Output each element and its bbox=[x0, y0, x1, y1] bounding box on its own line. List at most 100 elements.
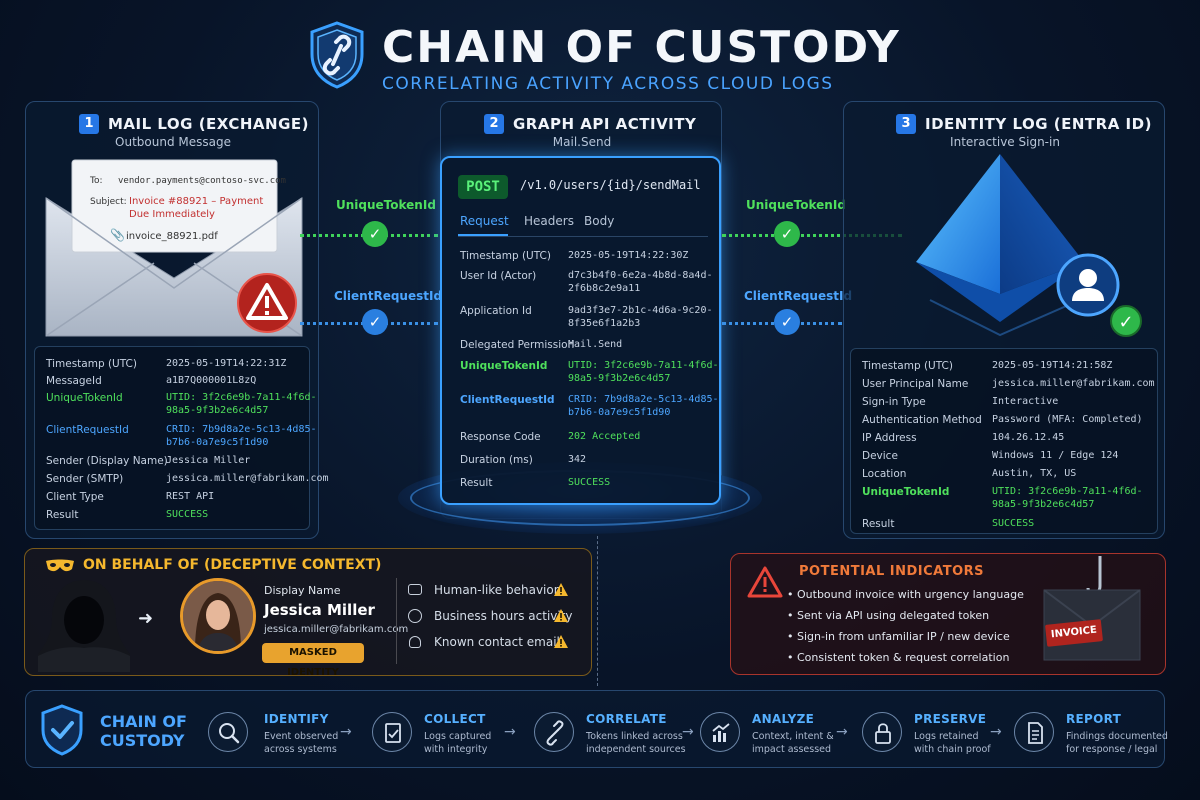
behalf-item: Business hours activity bbox=[434, 609, 573, 623]
step-desc-line: Event observed bbox=[264, 731, 339, 742]
step-title: REPORT bbox=[1066, 712, 1122, 726]
panel-number: 1 bbox=[79, 114, 99, 134]
identity-row-key: User Principal Name bbox=[862, 378, 969, 390]
robot-icon bbox=[408, 584, 422, 595]
identity-row-value: Interactive bbox=[992, 396, 1059, 407]
step-desc-line: Context, intent & bbox=[752, 731, 834, 742]
entra-id-logo-icon bbox=[916, 154, 1084, 337]
check-icon: ✓ bbox=[774, 221, 800, 247]
step-title: IDENTIFY bbox=[264, 712, 329, 726]
identity-row-value: 2025-05-19T14:21:58Z bbox=[992, 360, 1113, 371]
step-desc-line: across systems bbox=[264, 744, 337, 755]
arrow-right-icon: ➜ bbox=[138, 608, 154, 629]
letter-subject-label: Subject: bbox=[90, 197, 127, 207]
attachment-name: invoice_88921.pdf bbox=[126, 231, 218, 242]
identity-row-value-cont: 98a5-9f3b2e6c4d57 bbox=[992, 499, 1095, 510]
page-title: CHAIN OF CUSTODY bbox=[382, 22, 901, 73]
api-row-value: d7c3b4f0-6e2a-4b8d-8a4d- bbox=[568, 270, 713, 281]
api-row-value: 9ad3f3e7-2b1c-4d6a-9c20- bbox=[568, 305, 713, 316]
panel-number: 2 bbox=[484, 114, 504, 134]
mask-icon bbox=[46, 559, 74, 572]
hooded-figure-icon bbox=[38, 580, 130, 672]
api-row-key: Result bbox=[460, 477, 493, 489]
panel-subtitle: Outbound Message bbox=[115, 135, 231, 149]
api-rows: Timestamp (UTC) 2025-05-19T14:22:30Z Use… bbox=[460, 250, 719, 490]
mail-row-value: CRID: 7b9d8a2e-5c13-4d85- bbox=[166, 424, 317, 435]
indicator-item: Sign-in from unfamiliar IP / new device bbox=[787, 630, 1010, 643]
display-email: jessica.miller@fabrikam.com bbox=[264, 624, 409, 635]
identity-row-value: Austin, TX, US bbox=[992, 468, 1077, 479]
mail-row-key: MessageId bbox=[46, 375, 102, 387]
mail-row-value: jessica.miller@fabrikam.com bbox=[166, 473, 329, 484]
alert-triangle-icon bbox=[747, 566, 783, 598]
step-desc-line: with chain proof bbox=[914, 744, 991, 755]
report-icon bbox=[1014, 712, 1054, 752]
tab-request[interactable]: Request bbox=[460, 214, 509, 228]
tab-headers[interactable]: Headers bbox=[524, 214, 574, 228]
mail-row-value: REST API bbox=[166, 491, 215, 502]
letter-to-label: To: bbox=[90, 176, 103, 186]
panel-title: IDENTITY LOG (ENTRA ID) bbox=[925, 115, 1152, 133]
warning-icon bbox=[554, 609, 568, 622]
api-row-key: Delegated Permission bbox=[460, 339, 575, 351]
mail-row-value: SUCCESS bbox=[166, 509, 209, 520]
process-title-line2: CUSTODY bbox=[100, 731, 185, 750]
arrow-right-icon: → bbox=[836, 724, 848, 740]
mail-row-value: Jessica Miller bbox=[166, 455, 251, 466]
masked-identity-badge: MASKED IDENTITY bbox=[262, 643, 364, 678]
mail-row-key: Sender (SMTP) bbox=[46, 473, 124, 485]
api-row-value: UTID: 3f2c6e9b-7a11-4f6d- bbox=[568, 360, 719, 371]
indicator-item: Outbound invoice with urgency language bbox=[787, 588, 1024, 601]
warning-icon bbox=[554, 583, 568, 596]
panel-subtitle: Interactive Sign-in bbox=[950, 135, 1060, 149]
mail-row-key: ClientRequestId bbox=[46, 424, 129, 436]
step-desc-line: for response / legal bbox=[1066, 744, 1158, 755]
arrow-right-icon: → bbox=[682, 724, 694, 740]
link-icon bbox=[534, 712, 574, 752]
paperclip-icon: 📎 bbox=[110, 228, 125, 242]
identity-row-key: IP Address bbox=[862, 432, 917, 444]
api-row-value-cont: 8f35e6f1a2b3 bbox=[568, 318, 641, 329]
connector-label-unique-token: UniqueTokenId bbox=[746, 198, 846, 212]
step-title: ANALYZE bbox=[752, 712, 815, 726]
shield-check-icon bbox=[41, 704, 83, 756]
api-row-value: 202 Accepted bbox=[568, 431, 641, 442]
lock-icon bbox=[862, 712, 902, 752]
mail-row-key: UniqueTokenId bbox=[46, 392, 123, 404]
mail-row-value: UTID: 3f2c6e9b-7a11-4f6d- bbox=[166, 392, 317, 403]
identity-row-value: Password (MFA: Completed) bbox=[992, 414, 1143, 425]
shield-link-icon bbox=[310, 21, 364, 89]
api-row-value: CRID: 7b9d8a2e-5c13-4d85- bbox=[568, 394, 719, 405]
step-title: CORRELATE bbox=[586, 712, 667, 726]
arrow-right-icon: → bbox=[990, 724, 1002, 740]
panel-title: MAIL LOG (EXCHANGE) bbox=[108, 115, 309, 133]
mail-row-value-cont: 98a5-9f3b2e6c4d57 bbox=[166, 405, 269, 416]
check-icon: ✓ bbox=[362, 221, 388, 247]
behalf-title: ON BEHALF OF (DECEPTIVE CONTEXT) bbox=[83, 557, 382, 573]
tab-body[interactable]: Body bbox=[584, 214, 615, 228]
identity-row-key: UniqueTokenId bbox=[862, 486, 950, 498]
api-row-value: 2025-05-19T14:22:30Z bbox=[568, 250, 689, 261]
arrow-right-icon: → bbox=[504, 724, 516, 740]
indicator-item: Sent via API using delegated token bbox=[787, 609, 989, 622]
person-portrait-icon bbox=[183, 581, 253, 651]
mail-log-details bbox=[34, 346, 310, 530]
contact-icon bbox=[409, 636, 421, 648]
identity-row-key: Device bbox=[862, 450, 898, 462]
clock-icon bbox=[408, 609, 422, 623]
header: CHAIN OF CUSTODY CORRELATING ACTIVITY AC… bbox=[0, 16, 1200, 96]
mail-row-value-cont: b7b6-0a7e9c5f1d90 bbox=[166, 437, 269, 448]
behalf-item: Known contact email bbox=[434, 635, 560, 649]
letter-subject-line1: Invoice #88921 – Payment bbox=[129, 196, 264, 207]
letter-subject-line2: Due Immediately bbox=[129, 209, 215, 220]
check-icon: ✓ bbox=[774, 309, 800, 335]
step-desc: Context, intent &impact assessed bbox=[752, 730, 834, 756]
step-desc: Event observed across systems bbox=[264, 730, 338, 756]
connector-label-unique-token: UniqueTokenId bbox=[336, 198, 436, 212]
process-title-line1: CHAIN OF bbox=[100, 712, 187, 731]
api-row-value-cont: 2f6b8c2e9a11 bbox=[568, 283, 641, 294]
display-name-label: Display Name bbox=[264, 584, 341, 597]
platform-connector-line bbox=[597, 536, 598, 686]
step-desc-line: Tokens linked across bbox=[586, 731, 683, 742]
